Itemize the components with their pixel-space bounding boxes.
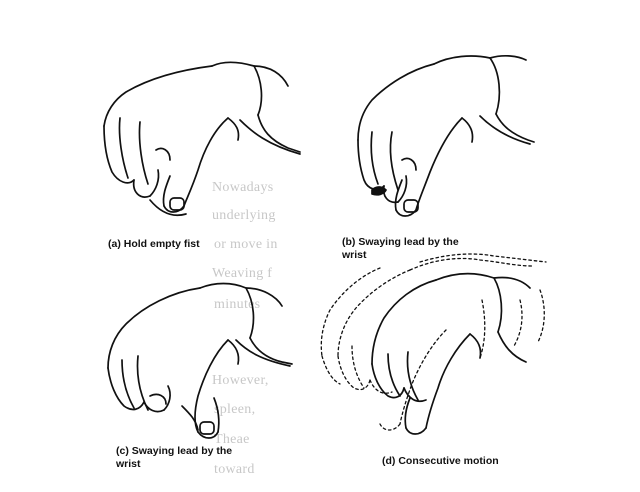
show-through-line-7: spleen, bbox=[214, 402, 256, 417]
caption-d: (d) Consecutive motion bbox=[382, 455, 499, 467]
hand-illustration-d bbox=[371, 272, 531, 435]
show-through-line-6: However, bbox=[212, 373, 269, 388]
hand-illustration-b bbox=[357, 54, 535, 217]
caption-a: (a) Hold empty fist bbox=[108, 238, 200, 250]
show-through-line-4: Weaving f bbox=[212, 266, 273, 281]
show-through-line-5: minutes bbox=[214, 297, 261, 312]
show-through-line-8: Theae bbox=[214, 432, 250, 447]
show-through-line-9: toward bbox=[214, 462, 255, 477]
show-through-line-3: or move in bbox=[214, 237, 278, 252]
caption-c: (c) Swaying lead by the wrist bbox=[116, 445, 233, 470]
show-through-line-1: Nowadays bbox=[212, 180, 274, 195]
hand-illustration-a bbox=[103, 61, 301, 217]
caption-b: (b) Swaying lead by the wrist bbox=[342, 236, 459, 261]
show-through-line-2: underlying bbox=[212, 208, 276, 223]
hand-illustration-c bbox=[107, 282, 293, 439]
